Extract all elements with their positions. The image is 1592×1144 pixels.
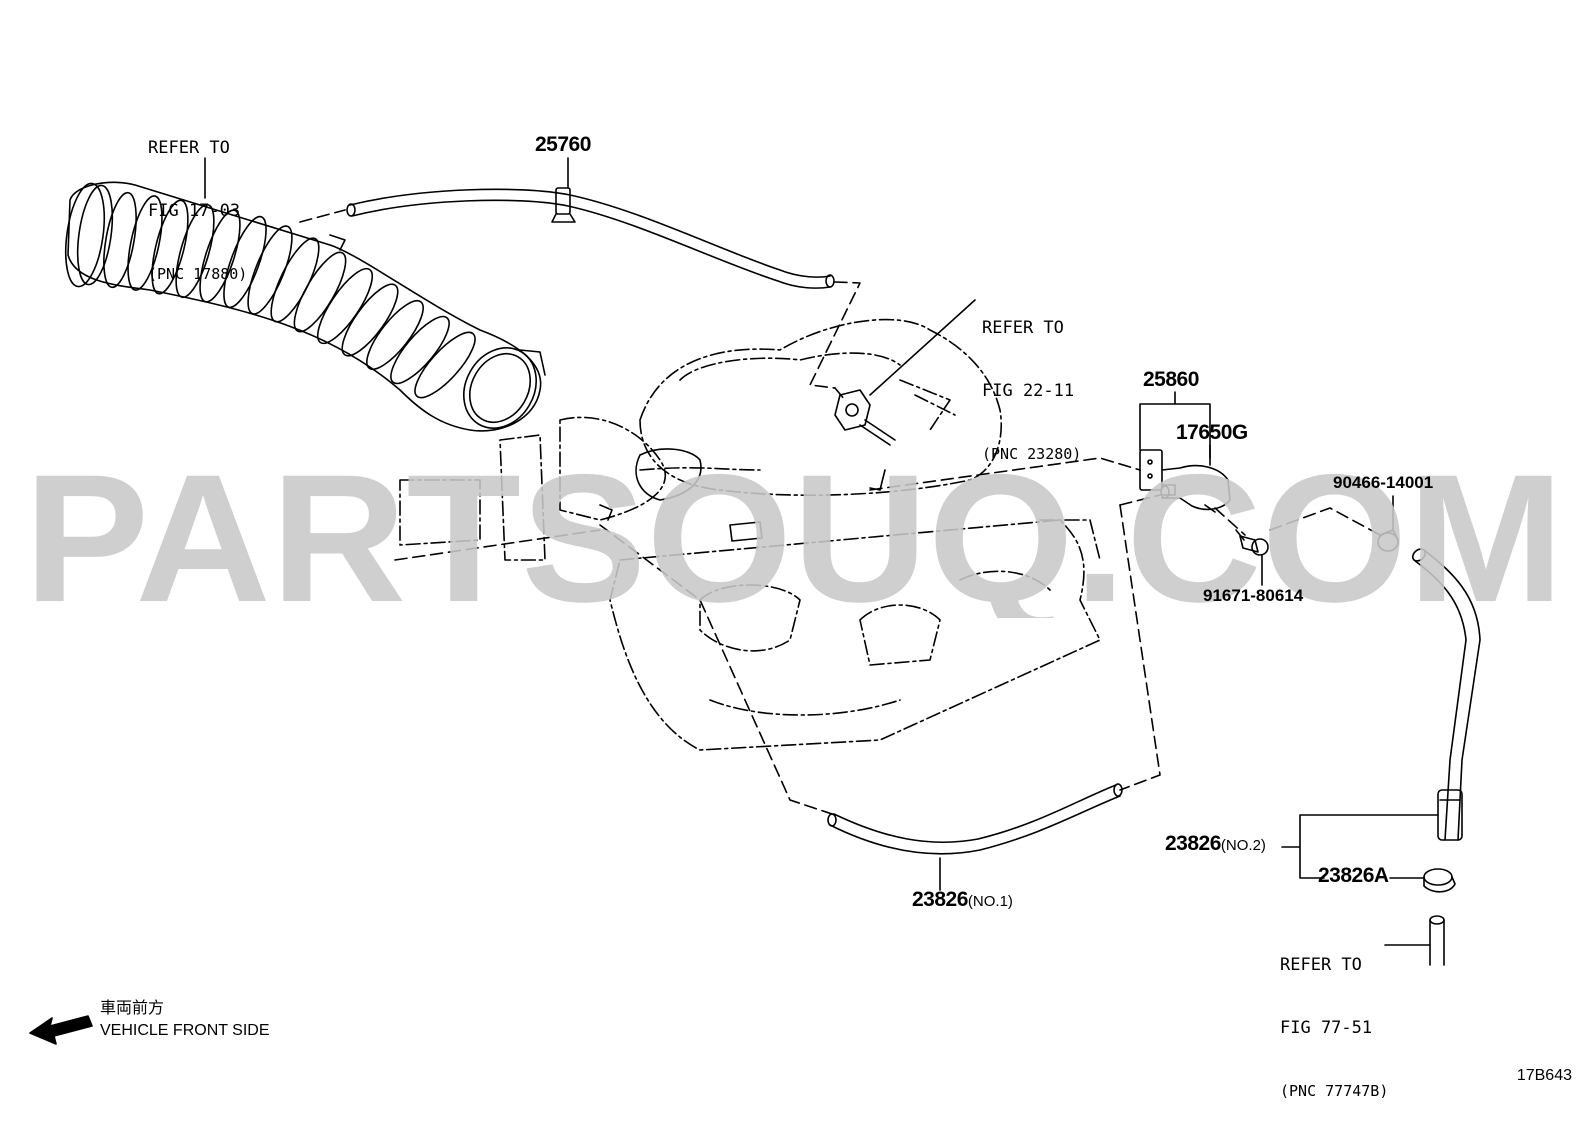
hose-25760 [346, 187, 835, 289]
air-intake-hose [64, 181, 546, 432]
figure-code: 17B643 [1516, 1067, 1572, 1084]
refer-line-2: FIG 17-03 [148, 201, 241, 221]
diagram-drawing [29, 157, 1481, 1045]
part-90466-14001[interactable]: 90466-14001 [1333, 473, 1434, 492]
dashed-connections [299, 209, 1381, 816]
part-25760[interactable]: 25760 [535, 133, 591, 156]
clamp-90466-14001 [1377, 529, 1399, 552]
refer-fig-77-51: REFER TO FIG 77-51 (PNC 77747B) [1280, 913, 1388, 1144]
refer-line-1: REFER TO [982, 318, 1064, 338]
part-23826-no2[interactable]: 23826(NO.2) [1165, 832, 1266, 856]
refer-line-1: REFER TO [1280, 955, 1362, 975]
vehicle-front-en: VEHICLE FRONT SIDE [100, 1022, 270, 1039]
part-number: 23826 [1165, 832, 1221, 855]
part-23826-no1[interactable]: 23826(NO.1) [912, 888, 1013, 912]
bolt-91671-80614 [1235, 529, 1269, 556]
refer-line-3: (PNC 17880) [148, 265, 248, 283]
part-variant: (NO.2) [1220, 837, 1266, 854]
refer-line-2: FIG 77-51 [1280, 1018, 1373, 1038]
part-variant: (NO.1) [967, 893, 1013, 910]
vehicle-front-jp: 車両前方 [100, 1000, 165, 1017]
refer-fig-22-11: REFER TO FIG 22-11 (PNC 23280) [982, 276, 1081, 507]
engine-solid-details [599, 448, 763, 542]
refer-line-2: FIG 22-11 [982, 381, 1075, 401]
part-17650G[interactable]: 17650G [1176, 421, 1248, 444]
refer-line-1: REFER TO [148, 138, 230, 158]
part-91671-80614[interactable]: 91671-80614 [1203, 586, 1304, 605]
part-number: 23826 [912, 888, 968, 911]
valve-25860 [1139, 449, 1231, 513]
leader-lines [204, 157, 1439, 946]
hose-23826-no1 [827, 783, 1123, 855]
refer-fig-17-03: REFER TO FIG 17-03 (PNC 17880) [148, 96, 247, 327]
engine-outline [399, 318, 1101, 751]
part-23826A[interactable]: 23826A [1318, 864, 1389, 887]
throttle-sensor [834, 389, 896, 491]
clip-23826A [1423, 868, 1456, 893]
pipe-fig-77-51 [1429, 915, 1445, 966]
parts-diagram: PARTSOUQ.COM REFER TO FIG 17-03 (PNC 178… [24, 96, 1572, 1100]
refer-line-3: (PNC 77747B) [1280, 1082, 1389, 1100]
part-25860[interactable]: 25860 [1143, 368, 1199, 391]
refer-line-3: (PNC 23280) [982, 445, 1082, 463]
front-arrow-icon [29, 1015, 93, 1045]
vehicle-front-label: 車両前方 VEHICLE FRONT SIDE [100, 998, 270, 1042]
hose-23826-no2 [1411, 548, 1481, 841]
